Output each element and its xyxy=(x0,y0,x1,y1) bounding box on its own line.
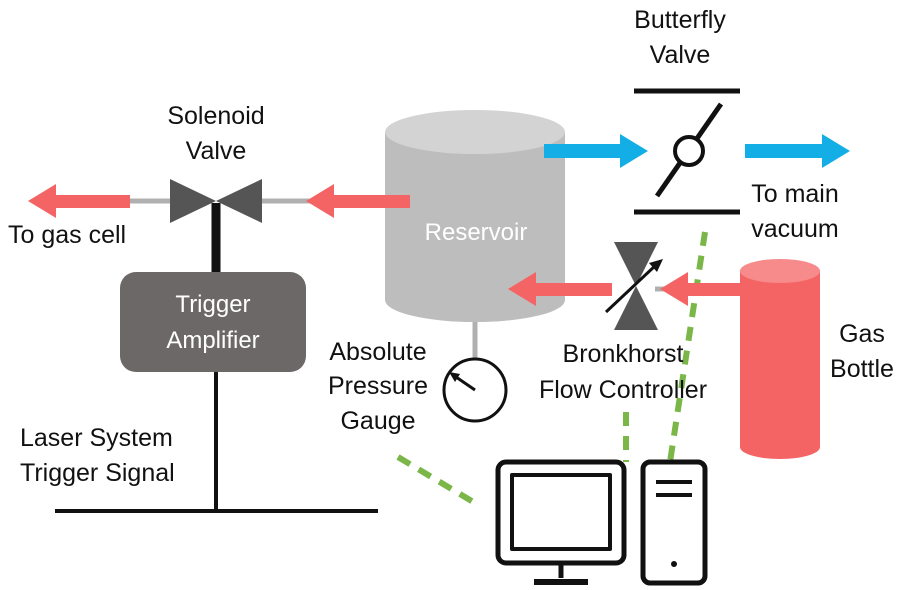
butterfly-label-1: Butterfly xyxy=(634,6,726,34)
gas-bottle-label-1: Gas xyxy=(839,320,885,348)
data-link-butterfly xyxy=(667,231,708,463)
arrow-bottle-to-bronkhorst xyxy=(660,272,746,306)
tower-icon xyxy=(640,459,708,586)
to-main-vacuum-label-1: To main xyxy=(751,180,839,208)
reservoir-label: Reservoir xyxy=(425,219,528,246)
gauge-label-1: Absolute xyxy=(329,338,426,366)
gas-bottle-label-2: Bottle xyxy=(830,355,894,383)
arrow-bronkhorst-to-reservoir xyxy=(508,272,612,306)
laser-trigger-label-2: Trigger Signal xyxy=(20,459,175,487)
butterfly-label-2: Valve xyxy=(650,41,711,69)
arrow-to-gas-cell xyxy=(28,184,130,218)
bronkhorst-label-1: Bronkhorst xyxy=(563,340,684,368)
to-main-vacuum-label-2: vacuum xyxy=(751,215,839,243)
trigger-amplifier-label-1: Trigger xyxy=(175,291,250,318)
desktop-computer-icon xyxy=(495,459,708,586)
solenoid-label-2: Valve xyxy=(186,137,247,165)
trigger-amplifier-label-2: Amplifier xyxy=(166,327,259,354)
to-gas-cell-label: To gas cell xyxy=(8,221,126,249)
flow-arrows xyxy=(28,134,850,306)
labels: Solenoid Valve To gas cell Laser System … xyxy=(8,6,894,487)
reservoir: Reservoir xyxy=(385,110,565,322)
arrow-reservoir-to-solenoid xyxy=(306,184,410,218)
data-links xyxy=(396,231,708,509)
butterfly-valve-icon xyxy=(634,88,740,215)
data-link-gauge xyxy=(396,454,482,509)
trigger-amplifier: Trigger Amplifier xyxy=(120,272,306,372)
gauge-label-2: Pressure xyxy=(328,372,428,400)
gauge-label-3: Gauge xyxy=(340,407,415,435)
bronkhorst-label-2: Flow Controller xyxy=(539,376,707,404)
flow-controller-icon xyxy=(604,242,663,330)
solenoid-label-1: Solenoid xyxy=(167,102,264,130)
arrow-to-main-vacuum xyxy=(745,134,850,168)
arrow-reservoir-to-butterfly xyxy=(544,134,648,168)
laser-trigger-label-1: Laser System xyxy=(20,424,173,452)
solenoid-valve-icon xyxy=(170,179,262,223)
gas-bottle-icon xyxy=(740,259,820,459)
pressure-gauge-icon xyxy=(442,357,508,423)
trigger-wires xyxy=(55,203,378,513)
